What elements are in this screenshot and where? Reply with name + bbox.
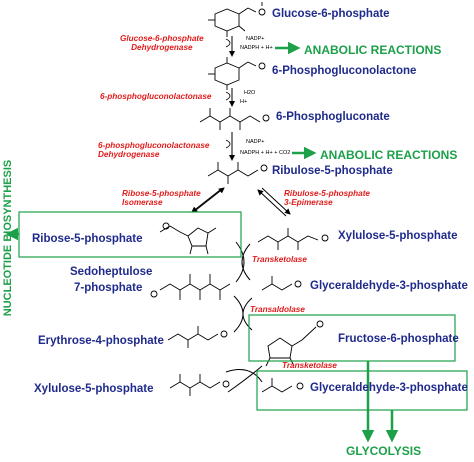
erythrose-4-phosphate-structure	[167, 326, 228, 348]
label-erythrose-4-phosphate: Erythrose-4-phosphate	[38, 335, 164, 347]
glucose-6-phosphate-structure	[208, 2, 266, 37]
enzyme-rpe-line1: Ribulose-5-phosphate	[284, 189, 370, 198]
enzyme-g6pd-line1: Glucose-6-phosphate	[120, 34, 204, 43]
label-anabolic-reactions-2: ANABOLIC REACTIONS	[320, 148, 458, 162]
label-sedoheptulose-line1: Sedoheptulose	[70, 266, 153, 278]
label-xylulose-5-phosphate-2: Xylulose-5-phosphate	[34, 383, 154, 395]
glyceraldehyde-3-phosphate-structure-2	[261, 378, 304, 393]
enzyme-g6pd: Glucose-6-phosphate Dehydrogenase	[120, 34, 204, 52]
enzyme-rpe-line2: 3-Epimerase	[284, 198, 333, 207]
cofactor-curve-3	[225, 139, 231, 149]
label-xylulose-5-phosphate-1: Xylulose-5-phosphate	[338, 230, 458, 242]
enzyme-pgd: 6-phosphogluconolactonase Dehydrogenase	[98, 141, 209, 159]
enzyme-transaldolase: Transaldolase	[250, 305, 305, 314]
cofactor-nadp-2: NADP+	[246, 139, 265, 145]
label-glyceraldehyde-3-phosphate-1: Glyceraldehyde-3-phosphate	[310, 280, 468, 292]
label-6-phosphogluconolactone: 6-Phosphogluconolactone	[272, 65, 417, 77]
glyceraldehyde-3-phosphate-structure-1	[261, 276, 302, 291]
transketolase-curve-2b	[227, 365, 263, 393]
enzyme-pgd-line2: Dehydrogenase	[98, 150, 160, 159]
cofactor-water: H2O	[244, 90, 256, 96]
enzyme-pgls: 6-phosphogluconolactonase	[100, 92, 212, 101]
label-ribose-5-phosphate: Ribose-5-phosphate	[32, 233, 143, 245]
ribulose-5-phosphate-structure	[207, 162, 268, 184]
enzyme-rpi-line1: Ribose-5-phosphate	[122, 189, 201, 198]
enzyme-pgd-line1: 6-phosphogluconolactonase	[98, 141, 210, 150]
transaldolase-curve-a	[233, 295, 244, 333]
label-nucleotide-biosynthesis: NUCLEOTIDE BIOSYNTHESIS	[2, 159, 14, 317]
fructose-6-phosphate-box	[248, 314, 456, 362]
enzyme-transketolase-2: Transketolase	[282, 361, 337, 370]
transketolase-curve-1a	[235, 241, 245, 283]
enzyme-g6pd-line2: Dehydrogenase	[131, 43, 193, 52]
label-glyceraldehyde-3-phosphate-2: Glyceraldehyde-3-phosphate	[310, 382, 468, 394]
enzyme-rpi: Ribose-5-phosphate Isomerase	[122, 189, 201, 207]
label-fructose-6-phosphate: Fructose-6-phosphate	[338, 333, 459, 345]
enzyme-rpe: Ribulose-5-phosphate 3-Epimerase	[284, 189, 370, 207]
fructose-6-phosphate-structure	[265, 320, 324, 367]
enzyme-transketolase-1: Transketolase	[252, 255, 307, 264]
label-ribulose-5-phosphate: Ribulose-5-phosphate	[272, 165, 393, 177]
glyceraldehyde-3-phosphate-box	[256, 370, 468, 411]
enzyme-rpi-line2: Isomerase	[122, 198, 163, 207]
cofactor-curve-1	[225, 38, 231, 48]
arrow-ru5p-to-r5p	[191, 189, 221, 213]
arrow-xu5p-to-ru5p	[257, 189, 287, 217]
cofactor-nadph-1: NADPH + H+	[240, 45, 273, 51]
label-anabolic-reactions-1: ANABOLIC REACTIONS	[304, 43, 442, 57]
phosphogluconate-structure	[199, 108, 270, 130]
transketolase-curve-1b	[241, 243, 251, 281]
ribose-5-phosphate-structure	[159, 222, 217, 255]
label-glucose-6-phosphate: Glucose-6-phosphate	[272, 8, 390, 20]
cofactor-hplus: H+	[240, 99, 248, 105]
label-6-phosphogluconate: 6-Phosphogluconate	[276, 111, 390, 123]
cofactor-nadp-1: NADP+	[246, 36, 265, 42]
arrow-r5p-to-ru5p	[195, 187, 225, 211]
label-glycolysis: GLYCOLYSIS	[346, 444, 422, 458]
transketolase-curve-2a	[225, 369, 263, 383]
transaldolase-curve-b	[242, 297, 253, 331]
label-sedoheptulose-line2: 7-phosphate	[74, 282, 143, 294]
xylulose-5-phosphate-structure-2	[169, 374, 230, 396]
cofactor-nadph-2: NADPH + H+ + CO2	[240, 150, 291, 156]
sedoheptulose-7-phosphate-structure	[150, 274, 231, 300]
arrow-ru5p-to-xu5p	[261, 187, 291, 215]
phosphogluconolactone-structure	[208, 57, 266, 90]
xylulose-5-phosphate-structure-1	[257, 228, 329, 250]
cofactor-curve-2	[225, 91, 231, 101]
